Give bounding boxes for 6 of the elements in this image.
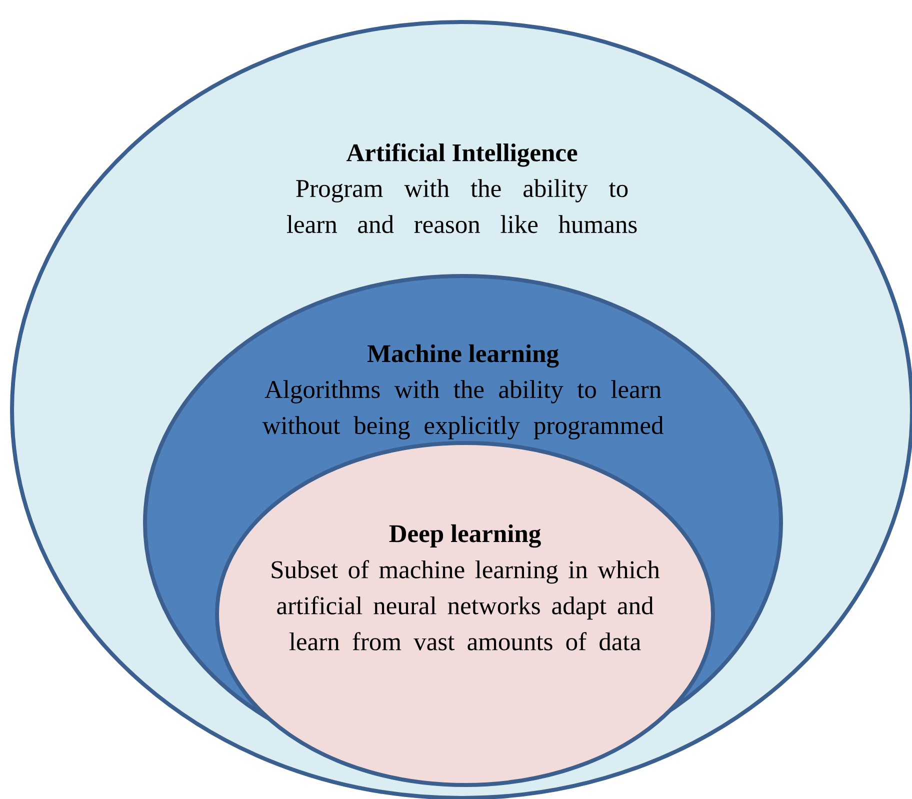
description: Subset of machine learning in which artificial neural networks adapt and learn from vast amounts of data [272,560,660,650]
heading: Artificial Intelligence [346,143,578,167]
heading: Machine learning [367,344,559,368]
description: Algorithms with the ability to learn without being explicitly programmed [262,380,664,440]
heading: Deep learning [389,524,541,548]
description: Program with the ability to learn and reason like humans [286,179,637,234]
